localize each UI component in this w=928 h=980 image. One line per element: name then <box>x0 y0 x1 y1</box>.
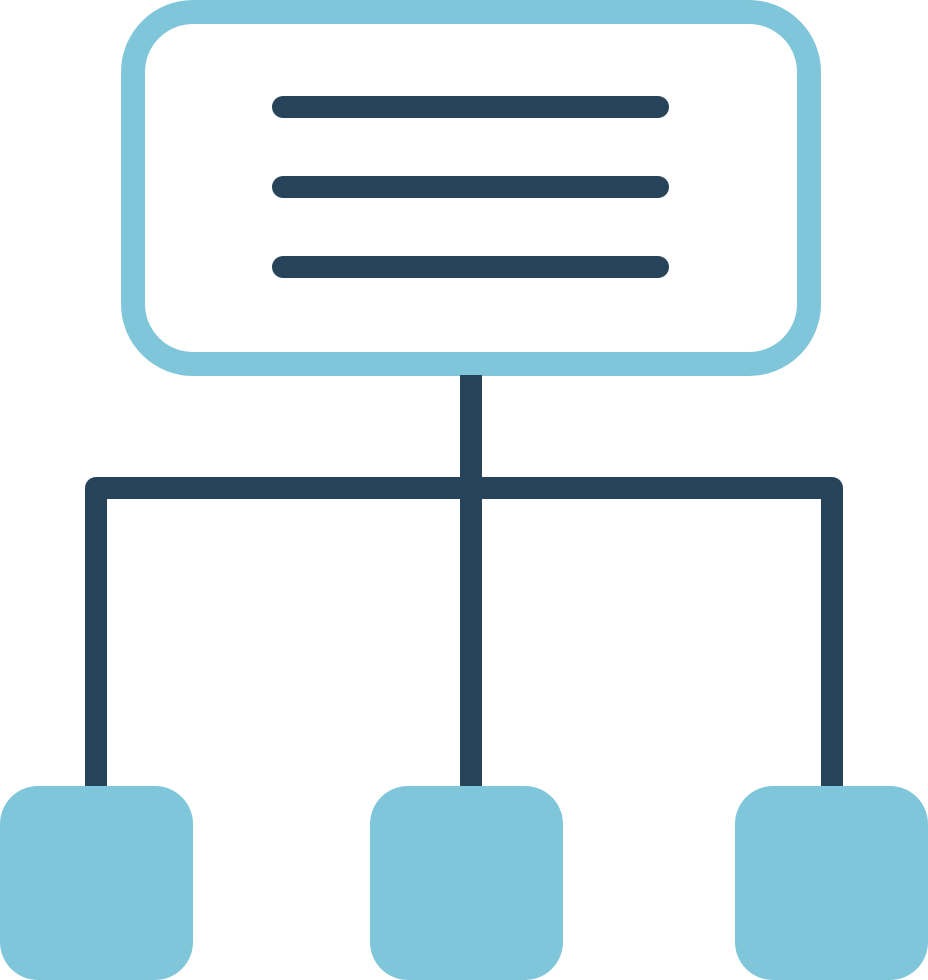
child-node-right <box>735 786 928 980</box>
child-nodes <box>0 786 928 980</box>
parent-box <box>121 0 821 376</box>
connector-lines <box>85 375 843 790</box>
parent-text-lines-icon <box>272 96 669 278</box>
child-node-center <box>370 786 563 980</box>
child-node-left <box>0 786 193 980</box>
